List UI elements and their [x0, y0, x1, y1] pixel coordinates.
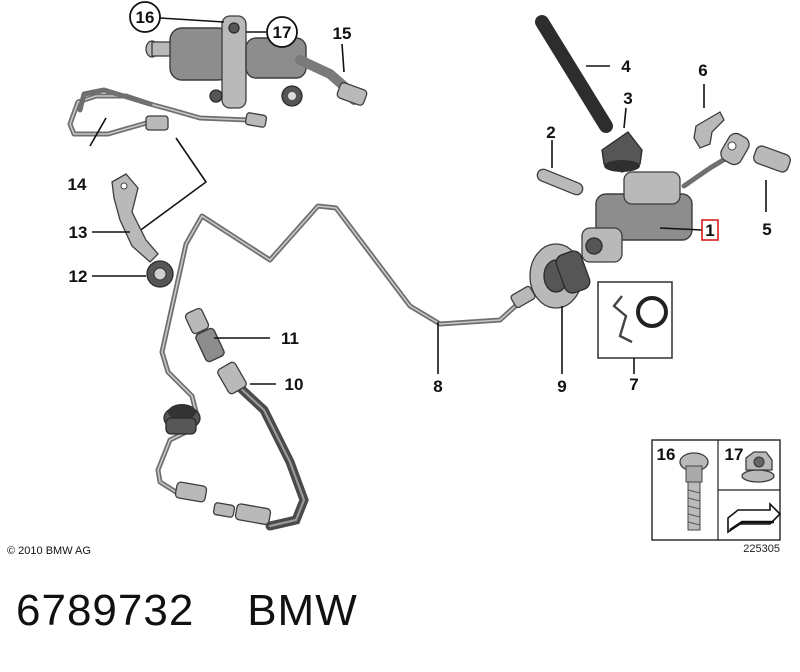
diagram-ref-number: 225305 [743, 543, 780, 555]
svg-text:16: 16 [136, 8, 155, 27]
part-number-heading: 6789732 BMW [16, 586, 358, 636]
callout-6: 6 [698, 61, 707, 80]
bolt-icon [679, 452, 709, 531]
callout-7: 7 [629, 375, 638, 394]
callout-17: 17 [266, 16, 298, 48]
kit-box-7 [597, 281, 673, 359]
legend-label-17: 17 [725, 445, 744, 464]
grommet-12 [146, 260, 174, 288]
flange-nut-icon [741, 451, 775, 483]
svg-text:17: 17 [273, 23, 292, 42]
brand-name: BMW [247, 586, 358, 635]
callout-2: 2 [546, 123, 555, 142]
pin-2 [536, 168, 584, 196]
part-number: 6789732 [16, 586, 195, 635]
sleeve-5 [753, 145, 791, 173]
copyright-text: © 2010 BMW AG [7, 545, 91, 557]
callout-1-highlighted: 1 [701, 219, 719, 241]
slave-cylinder [145, 15, 368, 109]
pulsation-damper [163, 404, 201, 435]
fitting-11 [184, 307, 225, 363]
callout-11: 11 [281, 329, 299, 348]
callout-9: 9 [557, 377, 566, 396]
legend-label-16: 16 [657, 445, 676, 464]
direction-arrow-icon [727, 502, 782, 534]
callout-16: 16 [129, 1, 161, 33]
callout-13: 13 [69, 223, 88, 242]
callout-8: 8 [433, 377, 442, 396]
legend-box: 16 17 [651, 439, 782, 541]
lower-fitting [174, 481, 208, 503]
callout-3: 3 [623, 89, 632, 108]
clip-6 [693, 111, 725, 149]
callout-15: 15 [333, 24, 352, 43]
master-cylinder [581, 132, 750, 263]
seal-9 [529, 243, 591, 309]
rod-4 [535, 15, 613, 133]
callout-10: 10 [285, 375, 304, 394]
callout-12: 12 [69, 267, 88, 286]
bracket-13 [111, 173, 159, 263]
hose-10 [212, 361, 309, 531]
dust-boot-3 [601, 131, 643, 173]
callout-4: 4 [621, 57, 631, 76]
pipe-14 [67, 87, 268, 137]
callout-5: 5 [762, 220, 771, 239]
callout-14: 14 [68, 175, 87, 194]
pipe-8 [155, 203, 536, 495]
svg-text:1: 1 [705, 221, 714, 240]
